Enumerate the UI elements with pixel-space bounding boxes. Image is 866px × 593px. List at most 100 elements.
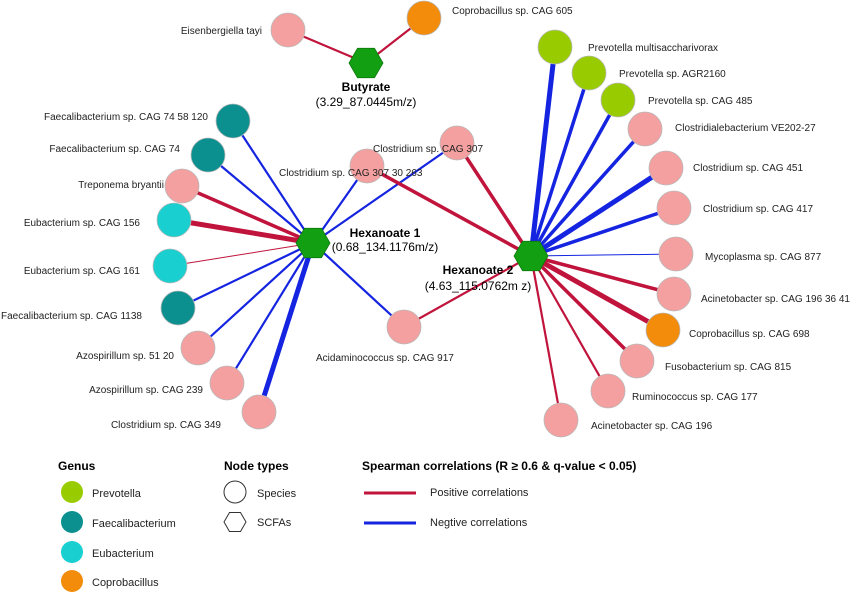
edge-hex1-clostridium-sp-cag-307 xyxy=(312,142,458,244)
edge-hex1-clostridium-sp-cag-349 xyxy=(256,242,316,413)
species-label-eubacterium-sp-cag-156: Eubacterium sp. CAG 156 xyxy=(24,218,141,229)
species-label-clostridium-sp-cag-417: Clostridium sp. CAG 417 xyxy=(703,204,813,215)
legend-node-types: Node types Species SCFAs xyxy=(223,459,297,532)
species-label-coprobacillus-sp-cag-605: Coprobacillus sp. CAG 605 xyxy=(452,6,573,17)
edge-hex2-acidaminococcus-sp-cag-917 xyxy=(403,255,532,328)
species-node-eubacterium-sp-cag-161 xyxy=(152,248,188,284)
scfa-subtitle-hex1: (0.68_134.1176m/z) xyxy=(332,240,439,254)
edge-hex1-faecalibacterium-sp-cag-74 xyxy=(207,154,314,244)
legend-correlation-title: Spearman correlations (R ≥ 0.6 & q-value… xyxy=(362,459,636,473)
scfa-node-butyrate xyxy=(348,47,384,79)
edge-hex2-mycoplasma-sp-cag-877 xyxy=(530,253,677,257)
species-label-eisenbergiella-tayi: Eisenbergiella tayi xyxy=(181,26,262,37)
species-node-eubacterium-sp-cag-156 xyxy=(156,202,192,238)
species-node-faecalibacterium-sp-cag-1138 xyxy=(160,290,196,326)
edge-hex1-faecalibacterium-sp-cag-74-58-120 xyxy=(232,120,314,244)
species-label-clostridium-sp-cag-307-30-263: Clostridium sp. CAG 307 30 263 xyxy=(279,168,423,179)
species-label-clostridium-sp-cag-349: Clostridium sp. CAG 349 xyxy=(111,420,221,431)
legend-genus: Genus Prevotella Faecalibacterium Eubact… xyxy=(58,459,176,592)
legend-correlations: Spearman correlations (R ≥ 0.6 & q-value… xyxy=(362,459,636,529)
species-node-azospirillum-sp-51-20 xyxy=(180,330,216,366)
edge-hex2-prevotella-sp-agr2160 xyxy=(529,72,591,257)
edge-hex2-prevotella-sp-cag-485 xyxy=(529,99,620,257)
species-node-clostridium-sp-cag-451 xyxy=(648,150,684,186)
edge-hex1-azospirillum-sp-51-20 xyxy=(197,242,314,349)
edge-hex1-azospirillum-sp-cag-239 xyxy=(226,242,314,384)
species-node-mycoplasma-sp-cag-877 xyxy=(658,236,694,272)
species-label-faecalibacterium-sp-cag-74-58-120: Faecalibacterium sp. CAG 74 58 120 xyxy=(44,112,208,123)
legend-species-label: Species xyxy=(257,488,297,500)
edge-hex2-prevotella-multisaccharivorax xyxy=(528,46,558,257)
scfa-node-hex2 xyxy=(513,240,549,272)
species-node-eisenbergiella-tayi xyxy=(270,12,306,48)
legend-species-shape xyxy=(223,480,247,504)
species-label-prevotella-multisaccharivorax: Prevotella multisaccharivorax xyxy=(588,43,718,54)
legend-genus-swatch-prevotella xyxy=(61,481,83,503)
edge-hex1-acidaminococcus-sp-cag-917 xyxy=(312,242,405,328)
species-node-faecalibacterium-sp-cag-74 xyxy=(190,137,226,173)
edge-hex2-acinetobacter-sp-cag-196 xyxy=(529,255,563,421)
species-label-acidaminococcus-sp-cag-917: Acidaminococcus sp. CAG 917 xyxy=(316,353,454,364)
scfa-subtitle-butyrate: (3.29_87.0445m/z) xyxy=(316,95,417,109)
edge-hex2-clostridium-sp-cag-451 xyxy=(529,165,668,259)
edge-hex2-clostridium-sp-cag-417 xyxy=(530,206,675,258)
species-node-acidaminococcus-sp-cag-917 xyxy=(386,309,422,345)
edge-hex2-acinetobacter-sp-cag-196-36-41 xyxy=(530,254,675,296)
scfa-title-hex2: Hexanoate 2 xyxy=(443,263,514,277)
species-label-clostridium-sp-cag-451: Clostridium sp. CAG 451 xyxy=(693,163,803,174)
edge-hex2-fusobacterium-sp-cag-815 xyxy=(529,254,639,363)
species-label-coprobacillus-sp-cag-698: Coprobacillus sp. CAG 698 xyxy=(689,329,810,340)
legend-genus-label-faecalibacterium: Faecalibacterium xyxy=(92,518,176,530)
edge-hex2-coprobacillus-sp-cag-698 xyxy=(529,253,665,333)
species-node-clostridium-sp-cag-307-30-263 xyxy=(349,148,385,184)
edge-hex2-clostridium-sp-cag-307 xyxy=(455,142,533,257)
legend-genus-swatch-faecalibacterium xyxy=(61,511,83,533)
legend-genus-label-coprobacillus: Coprobacillus xyxy=(92,577,159,589)
edge-hex2-ruminococcus-sp-cag-177 xyxy=(530,255,609,392)
legend-node-types-title: Node types xyxy=(224,459,289,473)
species-label-treponema-bryantii: Treponema bryantii xyxy=(78,180,164,191)
legend-scfa-shape xyxy=(223,512,247,532)
species-label-faecalibacterium-sp-cag-1138: Faecalibacterium sp. CAG 1138 xyxy=(1,311,142,322)
edge-hex1-eubacterium-sp-cag-161 xyxy=(169,242,314,267)
species-node-clostridium-sp-cag-417 xyxy=(656,190,692,226)
species-node-coprobacillus-sp-cag-605 xyxy=(406,0,442,36)
species-node-acinetobacter-sp-cag-196 xyxy=(543,402,579,438)
legend-scfa-label: SCFAs xyxy=(257,517,292,529)
species-node-ruminococcus-sp-cag-177 xyxy=(590,373,626,409)
species-label-fusobacterium-sp-cag-815: Fusobacterium sp. CAG 815 xyxy=(665,362,792,373)
species-label-prevotella-sp-cag-485: Prevotella sp. CAG 485 xyxy=(648,96,753,107)
scfa-subtitle-hex2: (4.63_115.0762m z) xyxy=(425,279,532,293)
species-label-faecalibacterium-sp-cag-74: Faecalibacterium sp. CAG 74 xyxy=(49,144,180,155)
scfa-title-hex1: Hexanoate 1 xyxy=(350,226,421,240)
edge-hex1-faecalibacterium-sp-cag-1138 xyxy=(177,242,314,309)
species-node-prevotella-sp-cag-485 xyxy=(600,82,636,118)
edge-hex2-clostridialebacterium-ve202-27 xyxy=(529,127,647,258)
scfa-title-butyrate: Butyrate xyxy=(342,80,391,94)
species-node-acinetobacter-sp-cag-196-36-41 xyxy=(656,276,692,312)
legend-positive-label: Positive correlations xyxy=(430,487,529,499)
species-label-azospirillum-sp-cag-239: Azospirillum sp. CAG 239 xyxy=(89,385,203,396)
species-label-mycoplasma-sp-cag-877: Mycoplasma sp. CAG 877 xyxy=(705,252,822,263)
species-node-azospirillum-sp-cag-239 xyxy=(209,365,245,401)
legend-genus-label-eubacterium: Eubacterium xyxy=(92,548,154,560)
legend-genus-swatch-eubacterium xyxy=(61,541,83,563)
nodes-layer xyxy=(152,0,694,438)
scfa-node-hex1 xyxy=(295,227,331,259)
species-node-clostridium-sp-cag-349 xyxy=(241,394,277,430)
legend-genus-label-prevotella: Prevotella xyxy=(92,488,142,500)
species-label-acinetobacter-sp-cag-196: Acinetobacter sp. CAG 196 xyxy=(591,421,713,432)
species-node-prevotella-sp-agr2160 xyxy=(571,55,607,91)
species-node-prevotella-multisaccharivorax xyxy=(537,29,573,65)
species-label-clostridium-sp-cag-307: Clostridium sp. CAG 307 xyxy=(373,144,483,155)
legend-negative-label: Negtive correlations xyxy=(430,517,528,529)
edge-hex1-treponema-bryantii xyxy=(181,184,314,245)
species-label-acinetobacter-sp-cag-196-36-41: Acinetobacter sp. CAG 196 36 41 xyxy=(701,294,850,305)
edge-hex1-eubacterium-sp-cag-156 xyxy=(173,217,314,246)
species-node-coprobacillus-sp-cag-698 xyxy=(645,312,681,348)
edge-hex2-clostridium-sp-cag-307-30-263 xyxy=(366,164,532,258)
species-node-clostridium-sp-cag-307 xyxy=(439,125,475,161)
species-label-prevotella-sp-agr2160: Prevotella sp. AGR2160 xyxy=(619,69,726,80)
